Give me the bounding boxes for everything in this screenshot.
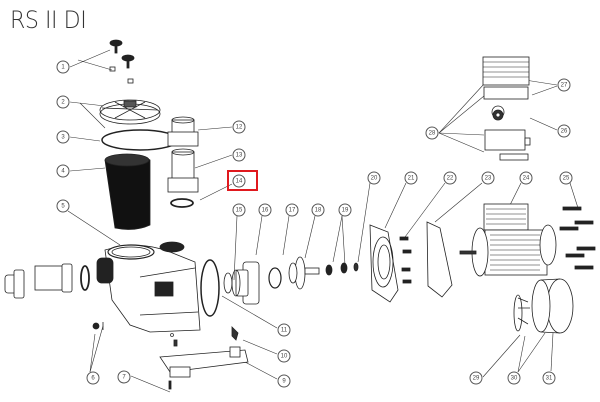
- diagram-title: RS II DI: [10, 6, 87, 34]
- part-9-base: [159, 346, 249, 378]
- callout-part-13[interactable]: 13: [232, 148, 246, 162]
- callout-part-10[interactable]: 10: [277, 349, 291, 363]
- callout-part-5[interactable]: 5: [56, 199, 70, 213]
- part-25-bolts: [559, 206, 596, 270]
- part-2-lid: [99, 99, 161, 125]
- part-7-screw: [168, 380, 172, 390]
- callout-part-2[interactable]: 2: [56, 95, 70, 109]
- callout-part-4[interactable]: 4: [56, 164, 70, 178]
- callout-part-11[interactable]: 11: [277, 323, 291, 337]
- callout-part-24[interactable]: 24: [519, 171, 533, 185]
- callout-part-22[interactable]: 22: [443, 171, 457, 185]
- part-17-ring: [268, 267, 282, 289]
- part-15-seal: [223, 272, 233, 294]
- callout-part-28[interactable]: 28: [425, 126, 439, 140]
- callout-part-9[interactable]: 9: [277, 374, 291, 388]
- part-16-diffuser: [231, 261, 260, 305]
- part-3-oring: [101, 129, 179, 151]
- part-19-seals: [325, 262, 348, 276]
- part-18-impeller: [288, 256, 320, 290]
- callout-part-15[interactable]: 15: [232, 203, 246, 217]
- part-11-oring: [200, 259, 220, 317]
- highlight-box-part-14: [227, 170, 258, 191]
- callout-part-30[interactable]: 30: [507, 371, 521, 385]
- part-24-motor: [459, 203, 557, 277]
- callout-part-21[interactable]: 21: [404, 171, 418, 185]
- part-4-basket: [104, 155, 151, 230]
- part-6-drain-plug: [92, 322, 104, 330]
- callout-part-25[interactable]: 25: [559, 171, 573, 185]
- callout-part-20[interactable]: 20: [367, 171, 381, 185]
- part-22-bolts: [399, 236, 412, 284]
- part-28-terminal-box: [484, 129, 531, 161]
- part-13-union: [167, 148, 199, 193]
- part-20-nut: [353, 262, 359, 272]
- callout-part-29[interactable]: 29: [469, 371, 483, 385]
- callout-part-26[interactable]: 26: [557, 124, 571, 138]
- callout-part-17[interactable]: 17: [285, 203, 299, 217]
- inlet-unions: [4, 263, 90, 299]
- callout-part-7[interactable]: 7: [117, 370, 131, 384]
- part-31-fan-cover: [531, 278, 574, 334]
- small-screws: [170, 333, 178, 347]
- part-29-fan: [513, 294, 530, 332]
- callout-part-1[interactable]: 1: [56, 60, 70, 74]
- callout-part-27[interactable]: 27: [557, 78, 571, 92]
- part-21-seal-plate: [369, 224, 399, 303]
- callout-part-12[interactable]: 12: [232, 120, 246, 134]
- callout-part-18[interactable]: 18: [311, 203, 325, 217]
- part-26-capacitor: [491, 105, 505, 121]
- part-12-union: [167, 116, 199, 147]
- part-23-bracket: [426, 221, 453, 298]
- callout-part-6[interactable]: 6: [86, 371, 100, 385]
- callout-part-19[interactable]: 19: [338, 203, 352, 217]
- callout-part-3[interactable]: 3: [56, 130, 70, 144]
- part-5-pump-housing: [96, 241, 201, 333]
- part-14-oring: [170, 198, 194, 208]
- part-10-clip: [231, 326, 239, 341]
- callout-part-14[interactable]: 14: [232, 174, 246, 188]
- callout-part-31[interactable]: 31: [542, 371, 556, 385]
- callout-part-23[interactable]: 23: [481, 171, 495, 185]
- leader-lines: [67, 49, 579, 393]
- part-1-knobs: [109, 39, 135, 84]
- part-27-terminal-cover: [482, 56, 530, 100]
- callout-part-16[interactable]: 16: [258, 203, 272, 217]
